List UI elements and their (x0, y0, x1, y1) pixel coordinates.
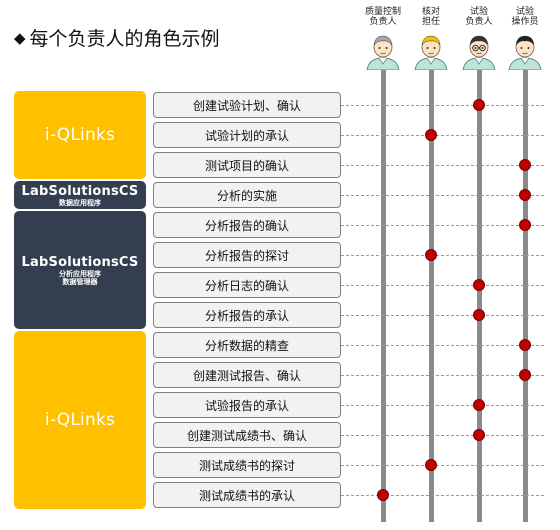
task-box: 创建试验计划、确认 (153, 92, 341, 118)
task-guide-line (341, 405, 544, 406)
task-box: 创建测试报告、确认 (153, 362, 341, 388)
role-assignment-dot (377, 489, 389, 501)
task-guide-line (341, 255, 544, 256)
role-timeline-line (380, 70, 386, 522)
page-title-row: ◆ 每个负责人的角色示例 (14, 24, 220, 51)
task-box: 试验计划的承认 (153, 122, 341, 148)
task-guide-line (341, 435, 544, 436)
task-guide-line (341, 495, 544, 496)
role-assignment-dot (473, 429, 485, 441)
task-box: 分析日志的确认 (153, 272, 341, 298)
diamond-bullet-icon: ◆ (14, 28, 26, 47)
task-box: 分析数据的精查 (153, 332, 341, 358)
system-block-3: i-QLinks (14, 331, 146, 509)
role-assignment-dot (519, 219, 531, 231)
task-box: 创建测试成绩书、确认 (153, 422, 341, 448)
system-block-title: i-QLinks (44, 125, 116, 145)
role-header-1: 核对 担任 (408, 0, 454, 71)
role-assignment-dot (425, 459, 437, 471)
task-guide-line (341, 345, 544, 346)
task-guide-line (341, 105, 544, 106)
role-timeline-line (476, 70, 482, 522)
person-avatar-icon (505, 30, 545, 71)
system-block-subtitle: 数据应用程序 (59, 198, 101, 207)
task-box: 分析报告的承认 (153, 302, 341, 328)
role-assignment-dot (519, 339, 531, 351)
role-assignment-dot (519, 189, 531, 201)
role-label: 试验 操作员 (511, 7, 539, 27)
role-assignment-dot (473, 399, 485, 411)
task-box: 分析报告的探讨 (153, 242, 341, 268)
task-box: 测试项目的确认 (153, 152, 341, 178)
system-block-title: LabSolutionsCS (21, 183, 139, 199)
task-guide-line (341, 285, 544, 286)
role-label: 核对 担任 (421, 7, 440, 27)
role-assignment-dot (425, 249, 437, 261)
task-guide-line (341, 225, 544, 226)
person-avatar-icon (363, 30, 403, 71)
role-header-3: 试验 操作员 (502, 0, 548, 71)
role-assignment-dot (473, 279, 485, 291)
person-avatar-icon (411, 30, 451, 71)
task-guide-line (341, 375, 544, 376)
system-block-subtitle: 分析应用程序 (59, 269, 101, 278)
task-box: 分析的实施 (153, 182, 341, 208)
task-guide-line (341, 465, 544, 466)
role-label: 质量控制 负责人 (364, 7, 401, 27)
role-label: 试验 负责人 (465, 7, 493, 27)
role-timeline-line (428, 70, 434, 522)
task-box: 测试成绩书的探讨 (153, 452, 341, 478)
system-block-title: i-QLinks (44, 410, 116, 430)
task-box: 测试成绩书的承认 (153, 482, 341, 508)
role-assignment-dot (473, 99, 485, 111)
role-assignment-dot (519, 369, 531, 381)
role-assignment-dot (519, 159, 531, 171)
system-block-0: i-QLinks (14, 91, 146, 179)
page-title: 每个负责人的角色示例 (29, 28, 220, 50)
task-box: 分析报告的确认 (153, 212, 341, 238)
role-header-0: 质量控制 负责人 (360, 0, 406, 71)
task-guide-line (341, 315, 544, 316)
role-header-2: 试验 负责人 (456, 0, 502, 71)
task-guide-line (341, 135, 544, 136)
task-guide-line (341, 165, 544, 166)
role-timeline-line (522, 70, 528, 522)
role-assignment-dot (425, 129, 437, 141)
task-box: 试验报告的承认 (153, 392, 341, 418)
role-assignment-dot (473, 309, 485, 321)
task-guide-line (341, 195, 544, 196)
system-block-title: LabSolutionsCS (21, 254, 139, 270)
system-block-subtitle: 数据管理器 (62, 277, 98, 286)
person-avatar-icon (459, 30, 499, 71)
